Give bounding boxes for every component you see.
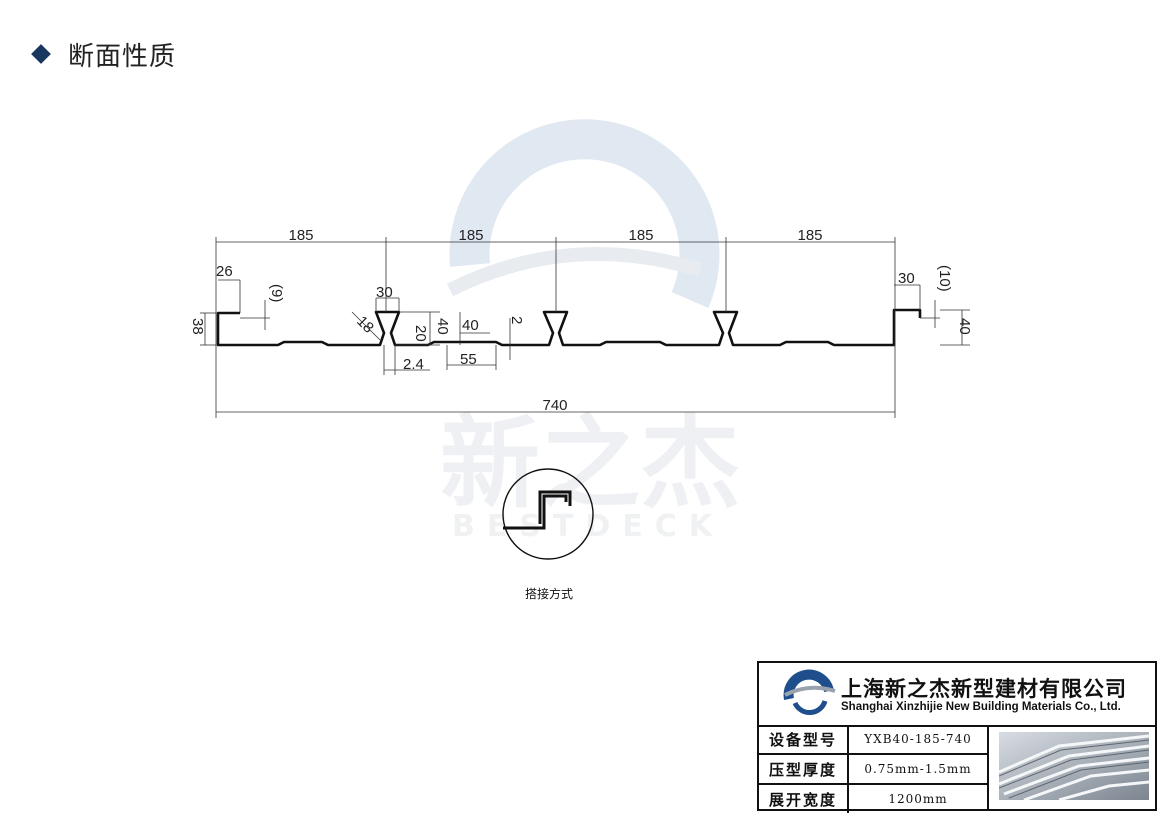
- watermark-en: BESTDECK: [452, 509, 724, 544]
- dim-span-1: 185: [288, 227, 313, 244]
- overlap-caption: 搭接方式: [524, 587, 573, 601]
- company-header: 上海新之杰新型建材有限公司 Shanghai Xinzhijie New Bui…: [759, 663, 1155, 727]
- spec-value: 0.75mm-1.5mm: [864, 762, 972, 776]
- watermark: 新之杰 BESTDECK: [440, 119, 740, 544]
- spec-row: 设备型号 YXB40-185-740: [759, 725, 987, 755]
- company-name-en: Shanghai Xinzhijie New Building Material…: [841, 701, 1121, 713]
- company-name-cn: 上海新之杰新型建材有限公司: [841, 677, 1127, 701]
- section-header: 断面性质: [28, 34, 176, 74]
- dim-9: (9): [268, 284, 285, 302]
- spec-key: 设备型号: [759, 725, 849, 753]
- dim-20: 20: [412, 325, 429, 342]
- dim-30-left: 30: [376, 284, 393, 301]
- spec-row: 展开宽度 1200mm: [759, 785, 987, 813]
- spec-key: 压型厚度: [759, 755, 849, 783]
- spec-value: YXB40-185-740: [864, 732, 972, 746]
- dim-26: 26: [216, 263, 233, 280]
- dim-total-width: 740: [542, 397, 567, 414]
- spec-value: 1200mm: [888, 792, 948, 806]
- dimension-labels: 185 185 185 185 740 26 (9) 38 30 18 20 4…: [189, 227, 973, 414]
- dim-2: 2: [508, 316, 525, 324]
- dim-rib-height: 40: [434, 318, 451, 335]
- section-title: 断面性质: [68, 41, 177, 72]
- deck-product-photo: [999, 732, 1149, 800]
- overlap-detail: [502, 468, 594, 560]
- dim-span-4: 185: [797, 227, 822, 244]
- watermark-cn: 新之杰: [440, 405, 740, 522]
- dim-2-4: 2.4: [403, 356, 424, 373]
- dim-10: (10): [936, 265, 953, 292]
- dim-right-height: 40: [956, 318, 973, 335]
- dim-55: 55: [460, 351, 477, 368]
- dim-span-3: 185: [628, 227, 653, 244]
- product-photo-cell: [987, 725, 1157, 809]
- dim-left-height: 38: [189, 318, 206, 335]
- dim-40-top: 40: [462, 317, 479, 334]
- company-logo-icon: [783, 669, 836, 715]
- spec-row: 压型厚度 0.75mm-1.5mm: [759, 755, 987, 785]
- spec-key: 展开宽度: [759, 785, 849, 813]
- dimension-lines: [200, 237, 970, 418]
- deck-profile: [216, 308, 922, 347]
- title-block: 上海新之杰新型建材有限公司 Shanghai Xinzhijie New Bui…: [757, 661, 1157, 813]
- dim-span-2: 185: [458, 227, 483, 244]
- dim-30-right: 30: [898, 270, 915, 287]
